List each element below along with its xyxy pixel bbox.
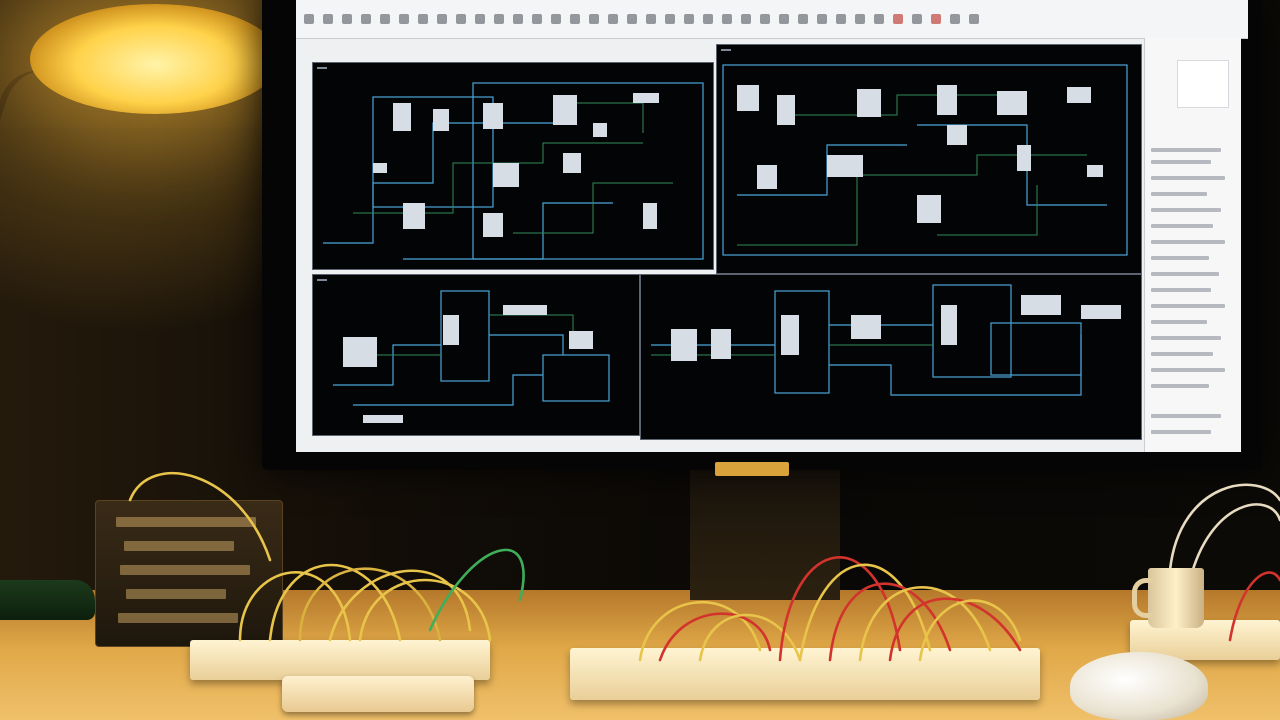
toolbar-icon[interactable] bbox=[703, 14, 713, 24]
property-row[interactable] bbox=[1151, 368, 1225, 372]
toolbar-icon[interactable] bbox=[361, 14, 371, 24]
toolbar-icon[interactable] bbox=[589, 14, 599, 24]
toolbar-icon[interactable] bbox=[722, 14, 732, 24]
toolbar-icon[interactable] bbox=[551, 14, 561, 24]
toolbar-icon[interactable] bbox=[931, 14, 941, 24]
schematic-drawing bbox=[323, 82, 704, 260]
toolbar-icon[interactable] bbox=[760, 14, 770, 24]
editor-toolbar bbox=[296, 0, 1248, 39]
property-row[interactable] bbox=[1151, 272, 1219, 276]
toolbar-icon[interactable] bbox=[836, 14, 846, 24]
toolbar-icon[interactable] bbox=[855, 14, 865, 24]
property-row[interactable] bbox=[1151, 352, 1213, 356]
computer-mouse[interactable] bbox=[1070, 652, 1208, 720]
property-row[interactable] bbox=[1151, 176, 1225, 180]
property-row[interactable] bbox=[1151, 430, 1211, 434]
toolbar-icon[interactable] bbox=[627, 14, 637, 24]
toolbar-icon[interactable] bbox=[912, 14, 922, 24]
property-row[interactable] bbox=[1151, 192, 1207, 196]
desk-lamp bbox=[30, 4, 280, 114]
toolbar-icon[interactable] bbox=[646, 14, 656, 24]
schematic-pane-bottom-left[interactable] bbox=[312, 274, 640, 436]
pane-tab[interactable] bbox=[721, 49, 731, 51]
toolbar-icon[interactable] bbox=[513, 14, 523, 24]
property-row[interactable] bbox=[1151, 384, 1209, 388]
toolbar-icon[interactable] bbox=[342, 14, 352, 24]
toolbar-icon[interactable] bbox=[779, 14, 789, 24]
toolbar-icon[interactable] bbox=[684, 14, 694, 24]
property-row[interactable] bbox=[1151, 148, 1221, 152]
property-row[interactable] bbox=[1151, 224, 1213, 228]
property-row[interactable] bbox=[1151, 336, 1221, 340]
toolbar-icon[interactable] bbox=[798, 14, 808, 24]
toolbar-icon[interactable] bbox=[475, 14, 485, 24]
property-row[interactable] bbox=[1151, 288, 1211, 292]
property-row[interactable] bbox=[1151, 414, 1221, 418]
pane-tab[interactable] bbox=[317, 67, 327, 69]
toolbar-icon[interactable] bbox=[399, 14, 409, 24]
schematic-pane-bottom-right[interactable] bbox=[640, 274, 1142, 440]
toolbar-icon[interactable] bbox=[323, 14, 333, 24]
toolbar-icon[interactable] bbox=[969, 14, 979, 24]
breadboard-left bbox=[190, 640, 490, 680]
schematic-pane-top-right[interactable] bbox=[716, 44, 1142, 274]
properties-panel[interactable] bbox=[1144, 38, 1241, 452]
mug-handle bbox=[1132, 578, 1155, 618]
toolbar-icon[interactable] bbox=[532, 14, 542, 24]
schematic-pane-top-left[interactable] bbox=[312, 62, 714, 270]
property-row[interactable] bbox=[1151, 160, 1211, 164]
toolbar-icon[interactable] bbox=[874, 14, 884, 24]
property-row[interactable] bbox=[1151, 256, 1209, 260]
toolbar-icon[interactable] bbox=[608, 14, 618, 24]
toolbar-icon[interactable] bbox=[437, 14, 447, 24]
circuit-board-chip bbox=[120, 565, 250, 575]
toolbar-icon[interactable] bbox=[741, 14, 751, 24]
monitor-stand bbox=[690, 470, 840, 600]
preview-thumbnail bbox=[1177, 60, 1229, 108]
schematic-drawing bbox=[651, 284, 1121, 396]
circuit-board-chip bbox=[116, 517, 256, 527]
toolbar-icon[interactable] bbox=[304, 14, 314, 24]
toolbar-icon[interactable] bbox=[418, 14, 428, 24]
toolbar-icon[interactable] bbox=[665, 14, 675, 24]
property-row[interactable] bbox=[1151, 304, 1225, 308]
property-row[interactable] bbox=[1151, 208, 1221, 212]
toolbar-icon[interactable] bbox=[570, 14, 580, 24]
lamp-base bbox=[0, 580, 95, 620]
toolbar-icon[interactable] bbox=[456, 14, 466, 24]
coffee-mug bbox=[1132, 568, 1204, 628]
breadboard-center bbox=[570, 648, 1040, 700]
monitor-screen bbox=[296, 0, 1248, 452]
pane-tab[interactable] bbox=[317, 279, 327, 281]
toolbar-icon[interactable] bbox=[893, 14, 903, 24]
toolbar-icon[interactable] bbox=[494, 14, 504, 24]
circuit-board-chip bbox=[126, 589, 226, 599]
notepad bbox=[282, 676, 474, 712]
toolbar-icon[interactable] bbox=[817, 14, 827, 24]
monitor-logo bbox=[715, 462, 789, 476]
property-row[interactable] bbox=[1151, 320, 1207, 324]
circuit-board-chip bbox=[124, 541, 234, 551]
property-row[interactable] bbox=[1151, 240, 1225, 244]
schematic-drawing bbox=[333, 290, 610, 423]
circuit-board-chip bbox=[118, 613, 238, 623]
toolbar-icon[interactable] bbox=[380, 14, 390, 24]
toolbar-icon[interactable] bbox=[950, 14, 960, 24]
schematic-drawing bbox=[722, 64, 1128, 256]
